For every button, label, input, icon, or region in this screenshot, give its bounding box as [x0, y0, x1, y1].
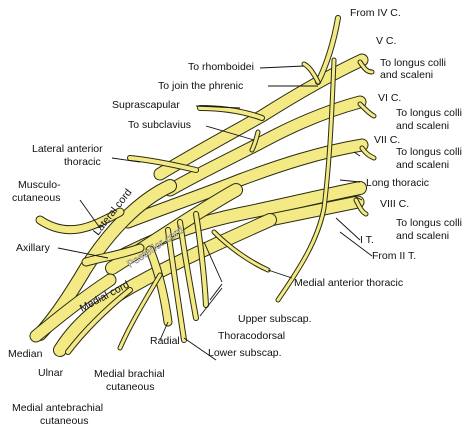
- label-vii-c: VII C.: [374, 134, 400, 146]
- label-med-ant-thoracic: Medial anterior thoracic: [294, 277, 403, 289]
- label-longus-3a: To longus colli: [396, 146, 462, 158]
- label-upper-subscap: Upper subscap.: [238, 313, 312, 325]
- label-longus-2b: and scaleni: [396, 120, 449, 132]
- label-median: Median: [8, 348, 43, 360]
- label-musculo-a: Musculo-: [18, 179, 61, 191]
- label-longus-4a: To longus colli: [396, 217, 462, 229]
- label-long-thoracic: Long thoracic: [366, 177, 429, 189]
- nerve-group: [29, 15, 377, 357]
- label-from-ii-t: From II T.: [372, 250, 416, 262]
- label-longus-1a: To longus colli: [380, 57, 446, 69]
- label-longus-2a: To longus colli: [396, 107, 462, 119]
- leader-lines: [57, 65, 373, 361]
- label-i-t: I T.: [360, 234, 374, 246]
- label-longus-4b: and scaleni: [396, 230, 449, 242]
- label-lower-subscap: Lower subscap.: [208, 347, 282, 359]
- label-ulnar: Ulnar: [38, 367, 64, 379]
- label-lat-ant-thoracic-b: thoracic: [64, 156, 101, 168]
- label-radial: Radial: [150, 335, 180, 347]
- label-longus-3b: and scaleni: [396, 159, 449, 171]
- label-suprascapular: Suprascapular: [112, 99, 180, 111]
- label-from-iv-c: From IV C.: [350, 7, 401, 19]
- label-med-antebrachial-b: cutaneous: [40, 415, 88, 427]
- label-lat-ant-thoracic-a: Lateral anterior: [32, 143, 103, 155]
- label-viii-c: VIII C.: [380, 198, 409, 210]
- label-subclavius: To subclavius: [128, 119, 191, 131]
- label-musculo-b: cutaneous: [12, 192, 60, 204]
- label-med-antebrachial-a: Medial antebrachial: [12, 402, 103, 414]
- label-med-brachial-b: cutaneous: [106, 381, 154, 393]
- label-thoracodorsal: Thoracodorsal: [218, 330, 285, 342]
- label-join-phrenic: To join the phrenic: [158, 80, 243, 92]
- label-longus-1b: and scaleni: [380, 69, 433, 81]
- label-med-brachial-a: Medial brachial: [94, 368, 165, 380]
- label-vi-c: VI C.: [378, 92, 401, 104]
- label-v-c: V C.: [376, 35, 396, 47]
- label-axillary: Axillary: [16, 242, 51, 254]
- label-to-rhomboidei: To rhomboidei: [188, 61, 254, 73]
- labels: From IV C. V C. To rhomboidei To longus …: [8, 7, 462, 427]
